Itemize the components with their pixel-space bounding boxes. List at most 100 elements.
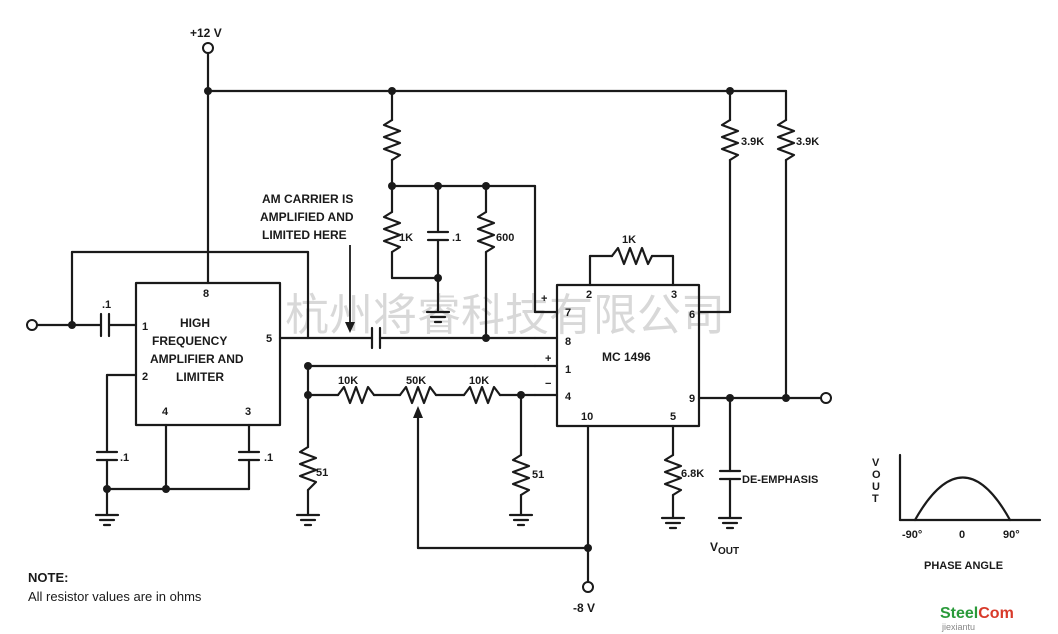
note-title: NOTE: (28, 570, 68, 585)
deemphasis-capacitor-wires (718, 396, 742, 520)
input-wires (35, 250, 310, 340)
r600-label: 600 (496, 232, 514, 244)
resistor-10k-a (336, 385, 376, 405)
positive-supply-label: +12 V (190, 26, 222, 40)
ground-symbol (660, 516, 686, 530)
ground-symbol (425, 310, 451, 324)
potentiometer-50k (398, 385, 438, 405)
ic1-pin1: 1 (142, 321, 148, 333)
ic2-pin4: 4 (565, 391, 572, 403)
junction-dot (68, 321, 76, 329)
inset-tick-mid: 0 (959, 529, 965, 541)
ic1-label-line3: AMPLIFIER AND (150, 352, 244, 366)
ic1-pin3: 3 (245, 406, 251, 418)
input-capacitor-symbol (99, 312, 111, 338)
ic1-label-line1: HIGH (180, 316, 210, 330)
negative-supply-label: -8 V (573, 601, 595, 615)
negative-supply-terminal (582, 581, 594, 593)
bias-capacitor-label: .1 (452, 232, 461, 244)
junction-dot (103, 485, 111, 493)
junction-dot (204, 87, 212, 95)
note-text: All resistor values are in ohms (28, 589, 202, 604)
r68k-label: 6.8K (681, 468, 704, 480)
positive-supply-terminal (202, 42, 214, 54)
vout-label: VOUT (710, 540, 739, 557)
resistor-39k-b (776, 118, 796, 162)
inset-tick-right: 90° (1003, 529, 1020, 541)
bias-divider-wires (390, 89, 537, 340)
watermark: 杭州将睿科技有限公司 (285, 290, 725, 341)
ic2-pin1: 1 (565, 364, 571, 376)
resistor-1k-feedback (610, 246, 654, 266)
site-logo: SteelCom (940, 605, 1014, 622)
junction-dot (304, 362, 312, 370)
mc1496-ic (555, 283, 701, 428)
wiper-arrowhead (413, 406, 423, 418)
bias-network-wires (306, 364, 537, 517)
resistor-10k-b (462, 385, 502, 405)
ic2-pin8: 8 (565, 336, 571, 348)
ic2-pin5: 5 (670, 411, 676, 423)
annotation-line2: AMPLIFIED AND (260, 210, 354, 224)
deemphasis-label: DE-EMPHASIS (742, 474, 818, 486)
ic2-input-wires (533, 310, 559, 397)
ic1-pin2-wiring (95, 373, 261, 517)
junction-dot (304, 391, 312, 399)
r1k-feedback-label: 1K (622, 234, 636, 246)
pin2-capacitor-label: .1 (120, 452, 129, 464)
resistor-39k-a (720, 118, 740, 162)
ic1-pin4: 4 (162, 406, 169, 418)
inset-xlabel: PHASE ANGLE (924, 560, 1003, 572)
inset-axes (898, 453, 1042, 522)
supply-rail-wires (206, 51, 788, 285)
bias-capacitor-symbol (426, 230, 450, 242)
junction-dot (162, 485, 170, 493)
junction-dot (434, 182, 442, 190)
inset-tick-left: -90° (902, 529, 922, 541)
r1k-bias-label: 1K (399, 232, 413, 244)
annotation-arrowhead (345, 322, 355, 333)
ic2-minus-mid: − (545, 378, 551, 390)
ic1-pin8: 8 (203, 288, 209, 300)
ic1-pin2: 2 (142, 371, 148, 383)
annotation-line1: AM CARRIER IS (262, 192, 353, 206)
r51-right-label: 51 (532, 469, 544, 481)
ic1-label-line4: LIMITER (176, 370, 224, 384)
amplifier-limiter-ic (134, 281, 282, 427)
ic2-label: MC 1496 (602, 350, 651, 364)
input-terminal (26, 319, 38, 331)
r39k-b-label: 3.9K (796, 136, 819, 148)
ground-symbol (94, 513, 120, 527)
r39k-a-label: 3.9K (741, 136, 764, 148)
junction-dot (434, 274, 442, 282)
output-terminal (820, 392, 832, 404)
ic2-pin10: 10 (581, 411, 593, 423)
resistor-top-bias (382, 118, 402, 162)
resistor-68k (663, 453, 683, 497)
ic2-pin7: 7 (565, 307, 571, 319)
ic1-pin5: 5 (266, 333, 272, 345)
junction-dot (388, 182, 396, 190)
ic2-plus-top: + (541, 293, 547, 305)
ground-symbol (717, 516, 743, 530)
junction-dot (482, 182, 490, 190)
inset-response-curve (913, 476, 1012, 522)
annotation-line3: LIMITED HERE (262, 228, 347, 242)
ground-symbol (508, 513, 534, 527)
site-logo-sub: jiexiantu (941, 622, 975, 632)
junction-dot (584, 544, 592, 552)
resistor-51-right (511, 453, 531, 497)
ic2-plus-mid: + (545, 353, 551, 365)
ground-symbol (295, 513, 321, 527)
ic2-pin9: 9 (689, 393, 695, 405)
r51-left-label: 51 (316, 467, 328, 479)
resistor-1k-bias (382, 210, 402, 254)
resistor-51-left (298, 445, 318, 492)
load-resistor-wires (697, 89, 822, 400)
ic2-pin3: 3 (671, 289, 677, 301)
resistor-600 (476, 210, 496, 254)
ic1-label-line2: FREQUENCY (152, 334, 227, 348)
r50k-label: 50K (406, 375, 426, 387)
